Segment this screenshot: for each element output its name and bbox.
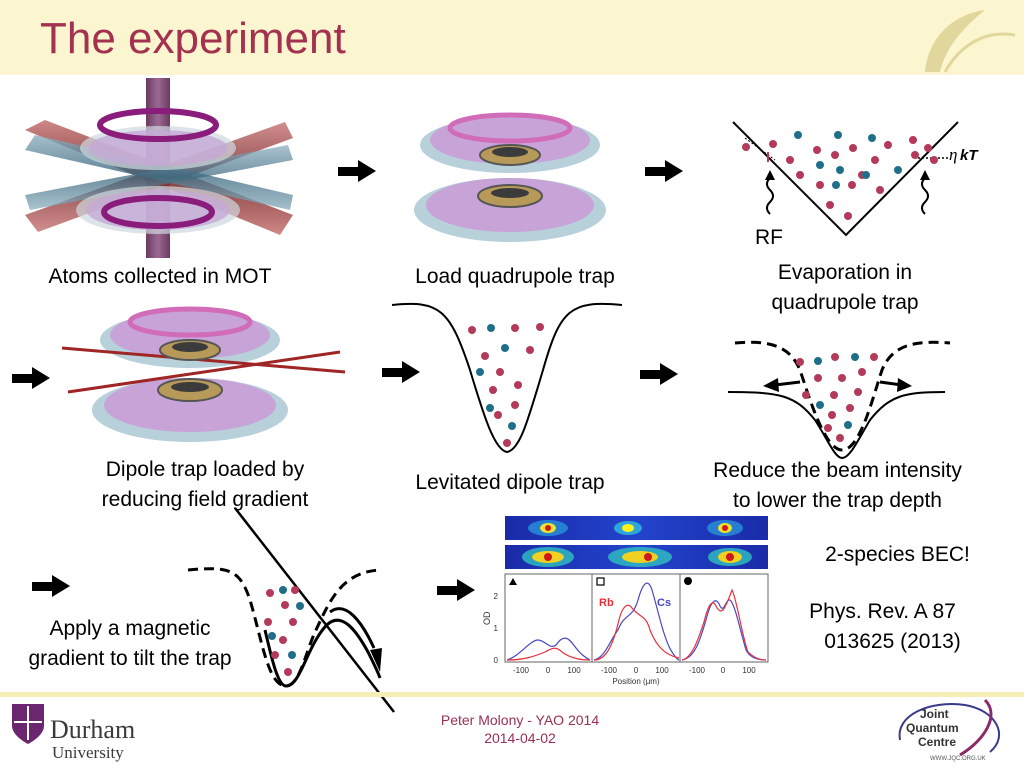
reduce-intensity-diagram: [727, 340, 951, 460]
circle-marker-icon: [684, 577, 692, 585]
footer-author: Peter Molony - YAO 2014: [440, 712, 600, 728]
arrow-right-icon: [437, 579, 475, 601]
mot-image: [25, 78, 293, 258]
y-axis-label: OD: [482, 611, 492, 625]
arrow-right-icon: [640, 363, 678, 385]
xtick: 100: [742, 666, 756, 675]
xtick: 100: [567, 666, 581, 675]
jqc-line-3: Centre: [918, 735, 956, 749]
jqc-logo: Joint Quantum Centre WWW.JQC.ORG.UK: [898, 698, 1001, 762]
jqc-line-1: Joint: [920, 707, 949, 721]
caption-quad: Load quadrupole trap: [415, 265, 615, 288]
caption-levitated: Levitated dipole trap: [415, 471, 605, 494]
header-watermark-icon: [925, 10, 1016, 73]
footer-divider: [0, 692, 1024, 697]
tilted-trap-diagram: [187, 507, 395, 713]
cs-label: Cs: [657, 597, 671, 609]
durham-sub: University: [52, 743, 124, 762]
durham-name: Durham: [50, 715, 135, 744]
arrow-right-icon: [645, 160, 683, 182]
ytick: 0: [494, 656, 499, 665]
durham-university-logo: Durham University: [12, 704, 135, 762]
evaporation-diagram: RF η kT: [732, 121, 979, 249]
arrow-right-icon: [32, 575, 70, 597]
xtick: -100: [601, 666, 618, 675]
arrow-right-icon: [12, 367, 50, 389]
slide-title: The experiment: [40, 14, 346, 63]
ytick: 1: [494, 624, 499, 633]
density-profile-plots: 2 1 0 OD -100 0 100 -100 0 100 -100 0 10…: [482, 573, 769, 686]
x-axis-label: Position (μm): [612, 677, 660, 686]
caption-evap-1: Evaporation in: [777, 261, 913, 284]
dipole-loading-image: [61, 306, 346, 442]
jqc-url: WWW.JQC.ORG.UK: [930, 756, 986, 762]
rf-label: RF: [755, 226, 783, 249]
triangle-marker-icon: [509, 578, 517, 585]
caption-gradient-1: Apply a magnetic: [49, 617, 211, 640]
xtick: 0: [721, 666, 726, 675]
caption-mot: Atoms collected in MOT: [48, 265, 272, 288]
rb-label: Rb: [599, 597, 614, 609]
xtick: 0: [546, 666, 551, 675]
xtick: 100: [655, 666, 669, 675]
xtick: 0: [634, 666, 639, 675]
title-bar: [0, 0, 1024, 75]
caption-dipole-2: reducing field gradient: [101, 488, 309, 511]
levitated-trap-diagram: [391, 302, 623, 454]
caption-evap-2: quadrupole trap: [771, 291, 919, 314]
jqc-line-2: Quantum: [906, 721, 959, 735]
caption-bec: 2-species BEC!: [825, 543, 970, 566]
xtick: -100: [689, 666, 706, 675]
quadrupole-coils-image: [414, 112, 606, 242]
reference-line-1: Phys. Rev. A 87: [809, 600, 956, 623]
caption-reduce-2: to lower the trap depth: [733, 489, 942, 512]
arrow-right-icon: [382, 361, 420, 383]
kt-label: kT: [960, 147, 979, 164]
caption-dipole-1: Dipole trap loaded by: [105, 458, 305, 481]
footer-date: 2014-04-02: [484, 730, 556, 746]
reference-line-2: 013625 (2013): [824, 630, 961, 653]
bec-absorption-images: [505, 516, 768, 569]
ytick: 2: [494, 592, 499, 601]
square-marker-icon: [596, 577, 605, 586]
xtick: -100: [513, 666, 530, 675]
caption-gradient-2: gradient to tilt the trap: [28, 647, 232, 670]
caption-reduce-1: Reduce the beam intensity: [713, 459, 962, 482]
arrow-right-icon: [338, 160, 376, 182]
eta-label: η: [949, 145, 957, 164]
